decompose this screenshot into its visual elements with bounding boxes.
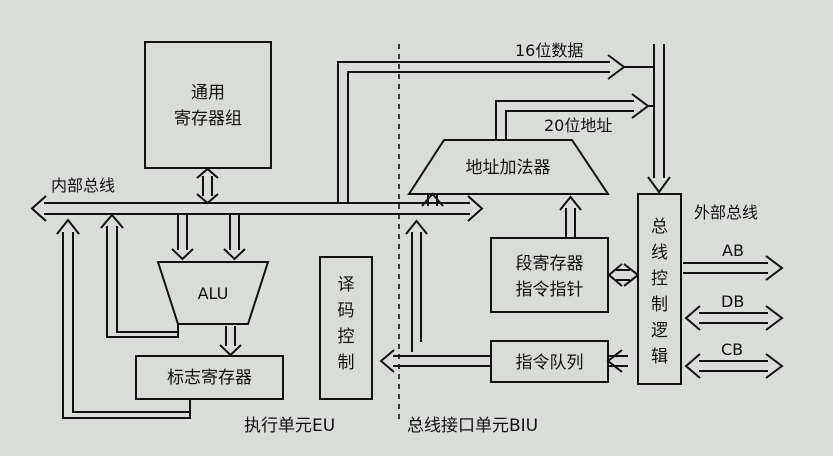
bus-control-char-3: 控 (651, 269, 668, 289)
decode-control-char-3: 控 (338, 327, 355, 347)
flags-register-label: 标志寄存器 (167, 368, 252, 388)
addr-20-arrow (495, 93, 654, 140)
buscontrol-segment-arrow (607, 263, 640, 287)
segment-registers-box (490, 237, 609, 313)
alu-block (156, 261, 270, 325)
data-16-label: 16位数据 (515, 41, 583, 60)
cb-bus-arrow (684, 353, 784, 379)
decode-control-char-1: 译 (338, 275, 355, 295)
segment-registers-label-2: 指令指针 (516, 280, 584, 300)
external-bus-label: 外部总线 (694, 203, 758, 222)
general-registers-label-1: 通用 (191, 83, 225, 103)
queue-decode-arrow (379, 349, 491, 373)
db-label: DB (721, 292, 744, 311)
segment-adder-arrow (559, 195, 582, 237)
bus-control-char-4: 制 (651, 295, 668, 315)
vertical-data-line (647, 44, 671, 194)
general-registers-box (144, 41, 272, 169)
internal-bus-arrow (30, 195, 484, 222)
bus-control-char-1: 总 (651, 217, 668, 237)
bus-control-char-6: 辑 (651, 347, 668, 367)
decode-control-char-4: 制 (338, 353, 355, 373)
alu-flags-arrow (219, 326, 242, 357)
decode-control-box (319, 256, 373, 400)
bus-control-logic-box (637, 193, 682, 385)
ab-label: AB (722, 241, 744, 260)
instruction-queue-box (490, 340, 609, 383)
eu-label: 执行单元EU (244, 416, 335, 436)
instruction-queue-label: 指令队列 (516, 353, 584, 373)
alu-label: ALU (198, 284, 229, 303)
alu-input-arrows (171, 214, 246, 261)
bus-adder-arrow (421, 192, 444, 207)
biu-label: 总线接口单元BIU (407, 416, 538, 436)
db-bus-arrow (684, 305, 784, 331)
alu-output-loop (100, 213, 179, 338)
address-adder-label: 地址加法器 (466, 158, 551, 178)
general-registers-label-2: 寄存器组 (174, 109, 242, 129)
bus-segment-arrow (405, 219, 428, 352)
cb-label: CB (721, 340, 743, 359)
decode-control-char-2: 码 (338, 301, 355, 321)
ab-bus-arrow (683, 255, 784, 281)
flags-register-box (135, 355, 284, 400)
segment-registers-label-1: 段寄存器 (516, 254, 584, 274)
address-adder-block (407, 139, 610, 195)
registers-bus-arrow (196, 167, 219, 205)
internal-bus-label: 内部总线 (51, 176, 115, 195)
bus-control-char-2: 线 (651, 243, 668, 263)
flags-feedback-loop (56, 218, 191, 419)
addr-20-label: 20位地址 (544, 116, 612, 135)
data-16-arrow (337, 54, 654, 203)
buscontrol-queue-arrow (606, 349, 628, 373)
bus-control-char-5: 逻 (651, 321, 668, 341)
